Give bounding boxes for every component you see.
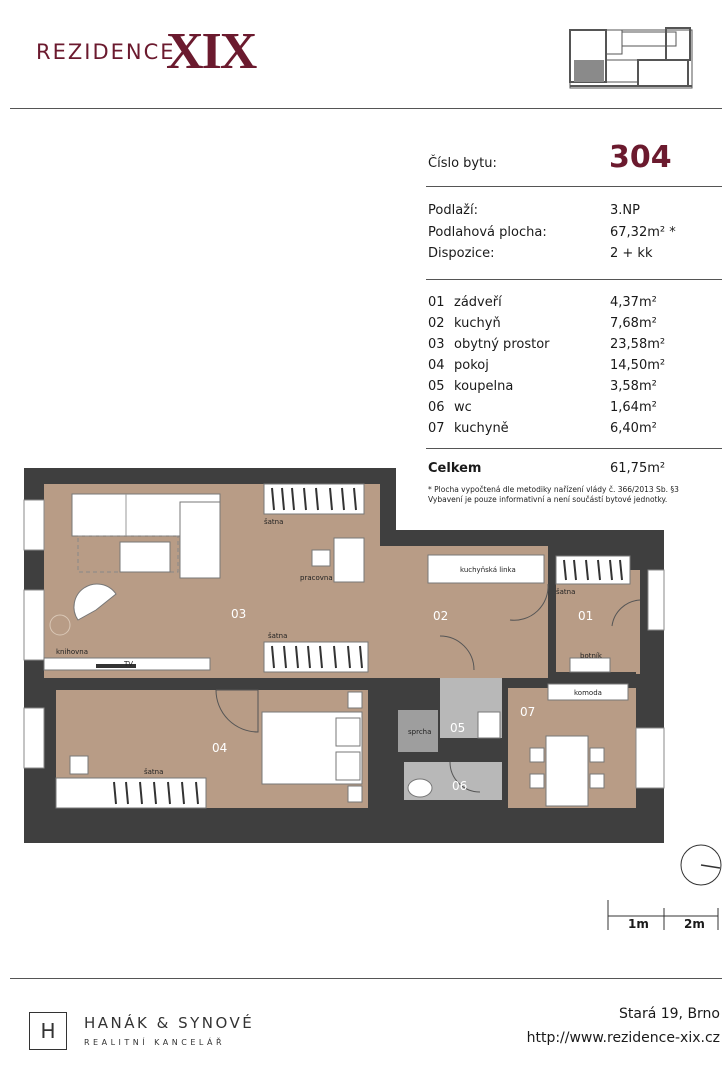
layout-label: Dispozice:	[428, 246, 495, 261]
north-arrow-icon	[680, 844, 722, 886]
room-id: 04	[428, 358, 445, 373]
room-label-05: 05	[450, 721, 465, 735]
list-item: 01 zádveří 4,37m²	[428, 292, 718, 313]
total-label: Celkem	[428, 461, 482, 476]
room-id: 03	[428, 337, 445, 352]
floor-label: Podlaží:	[428, 203, 478, 218]
label-komoda: komoda	[574, 689, 602, 697]
area-note-line1: * Plocha vypočtená dle metodiky nařízení…	[428, 485, 679, 494]
list-item: 06 wc 1,64m²	[428, 397, 718, 418]
room-area: 7,68m²	[610, 316, 657, 331]
scale-label-1m: 1m	[628, 917, 649, 931]
label-satna-2: šatna	[556, 588, 575, 596]
scale-label-2m: 2m	[684, 917, 705, 931]
room-id: 07	[428, 421, 445, 436]
list-item: 07 kuchyně 6,40m²	[428, 418, 718, 439]
room-id: 06	[428, 400, 445, 415]
unit-number: 304	[609, 140, 672, 175]
label-tv: TV	[123, 660, 133, 668]
room-name: zádveří	[454, 295, 502, 310]
header-divider	[10, 108, 722, 109]
room-area: 4,37m²	[610, 295, 657, 310]
label-satna-1: šatna	[264, 518, 283, 526]
company-name: HANÁK & SYNOVÉ	[84, 1014, 255, 1032]
floor-entrance	[556, 570, 640, 674]
room-label-02: 02	[433, 609, 448, 623]
room-label-03: 03	[231, 607, 246, 621]
scale-bar	[607, 900, 719, 930]
label-pracovna: pracovna	[300, 574, 333, 582]
room-list: 01 zádveří 4,37m² 02 kuchyň 7,68m² 03 ob…	[428, 292, 718, 439]
room-name: kuchyň	[454, 316, 501, 331]
company-subtitle: REALITNÍ KANCELÁŘ	[84, 1038, 226, 1047]
room-id: 02	[428, 316, 445, 331]
room-name: koupelna	[454, 379, 514, 394]
layout-value: 2 + kk	[610, 246, 653, 261]
room-area: 1,64m²	[610, 400, 657, 415]
info-divider-3	[426, 448, 722, 449]
info-divider-2	[426, 279, 722, 280]
brand-name-prefix: REZIDENCE	[36, 40, 176, 64]
unit-number-label: Číslo bytu:	[428, 156, 497, 171]
area-note: * Plocha vypočtená dle metodiky nařízení…	[428, 485, 698, 505]
list-item: 05 koupelna 3,58m²	[428, 376, 718, 397]
label-knihovna: knihovna	[56, 648, 88, 656]
room-area: 3,58m²	[610, 379, 657, 394]
room-name: obytný prostor	[454, 337, 550, 352]
shower	[398, 710, 438, 752]
room-label-01: 01	[578, 609, 593, 623]
room-id: 05	[428, 379, 445, 394]
contact-url[interactable]: http://www.rezidence-xix.cz	[526, 1030, 720, 1046]
label-botnik: botník	[580, 652, 603, 660]
area-note-line2: Vybavení je pouze informativní a není so…	[428, 495, 668, 504]
company-logo-icon: H	[29, 1012, 67, 1050]
room-area: 6,40m²	[610, 421, 657, 436]
room-area: 23,58m²	[610, 337, 666, 352]
room-label-04: 04	[212, 741, 227, 755]
room-name: wc	[454, 400, 472, 415]
room-name: kuchyně	[454, 421, 509, 436]
room-name: pokoj	[454, 358, 489, 373]
room-label-06: 06	[452, 779, 467, 793]
room-label-07: 07	[520, 705, 535, 719]
info-divider-1	[426, 186, 722, 187]
label-kuchynska-linka: kuchyňská linka	[460, 566, 516, 574]
brand-name-suffix: XIX	[166, 23, 257, 80]
area-label: Podlahová plocha:	[428, 225, 547, 240]
total-area: 61,75m²	[610, 461, 666, 476]
area-value: 67,32m² *	[610, 225, 676, 240]
list-item: 02 kuchyň 7,68m²	[428, 313, 718, 334]
label-sprcha: sprcha	[408, 728, 431, 736]
footer-divider	[10, 978, 722, 979]
contact-address: Stará 19, Brno	[618, 1006, 720, 1022]
building-keyplan	[569, 27, 693, 89]
label-satna-3: šatna	[268, 632, 287, 640]
room-id: 01	[428, 295, 445, 310]
list-item: 04 pokoj 14,50m²	[428, 355, 718, 376]
list-item: 03 obytný prostor 23,58m²	[428, 334, 718, 355]
floor-value: 3.NP	[610, 203, 640, 218]
room-area: 14,50m²	[610, 358, 666, 373]
floor-plan: 03 02 01 04 05 06 07 šatna pracovna kuch…	[23, 468, 665, 843]
label-satna-4: šatna	[144, 768, 163, 776]
